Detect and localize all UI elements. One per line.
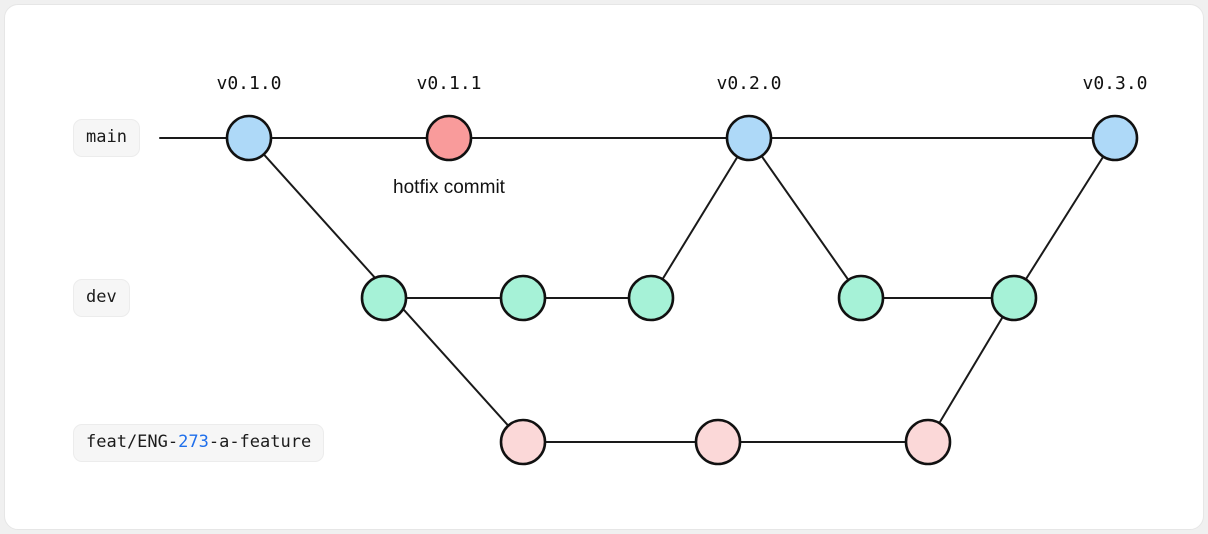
- commit-edge: [1013, 137, 1116, 299]
- commit-edge: [650, 137, 750, 299]
- nodes-layer: [225, 114, 1139, 466]
- branch-label-main[interactable]: main: [73, 119, 140, 157]
- commit-node-d1[interactable]: [360, 274, 408, 322]
- branch-label-feature-suffix: -a-feature: [208, 432, 312, 452]
- branch-label-feature[interactable]: feat/ENG-273-a-feature: [73, 424, 325, 462]
- commit-node-m3[interactable]: [725, 114, 773, 162]
- version-tag-v0-1-1: v0.1.1: [416, 73, 482, 94]
- version-tag-v0-3-0: v0.3.0: [1082, 73, 1148, 94]
- branch-label-dev[interactable]: dev: [73, 279, 130, 317]
- commit-node-d4[interactable]: [837, 274, 885, 322]
- commit-node-m2[interactable]: [425, 114, 473, 162]
- commit-node-m4[interactable]: [1091, 114, 1139, 162]
- commit-node-d2[interactable]: [499, 274, 547, 322]
- branch-label-feature-prefix: feat/ENG-: [86, 432, 179, 452]
- git-graph-svg: [159, 114, 1139, 466]
- git-graph-card: main dev feat/ENG-273-a-feature v0.1.0 v…: [4, 4, 1204, 530]
- commit-node-d3[interactable]: [627, 274, 675, 322]
- commit-node-m1[interactable]: [225, 114, 273, 162]
- version-tag-v0-1-0: v0.1.0: [216, 73, 282, 94]
- commit-edge: [748, 137, 862, 299]
- commit-node-d5[interactable]: [990, 274, 1038, 322]
- commit-note-hotfix: hotfix commit: [393, 177, 505, 198]
- commit-node-f3[interactable]: [904, 418, 952, 466]
- version-tag-v0-2-0: v0.2.0: [716, 73, 782, 94]
- commit-node-f1[interactable]: [499, 418, 547, 466]
- branch-label-feature-issue-id[interactable]: 273: [178, 432, 209, 452]
- commit-edge: [927, 297, 1015, 443]
- commit-node-f2[interactable]: [694, 418, 742, 466]
